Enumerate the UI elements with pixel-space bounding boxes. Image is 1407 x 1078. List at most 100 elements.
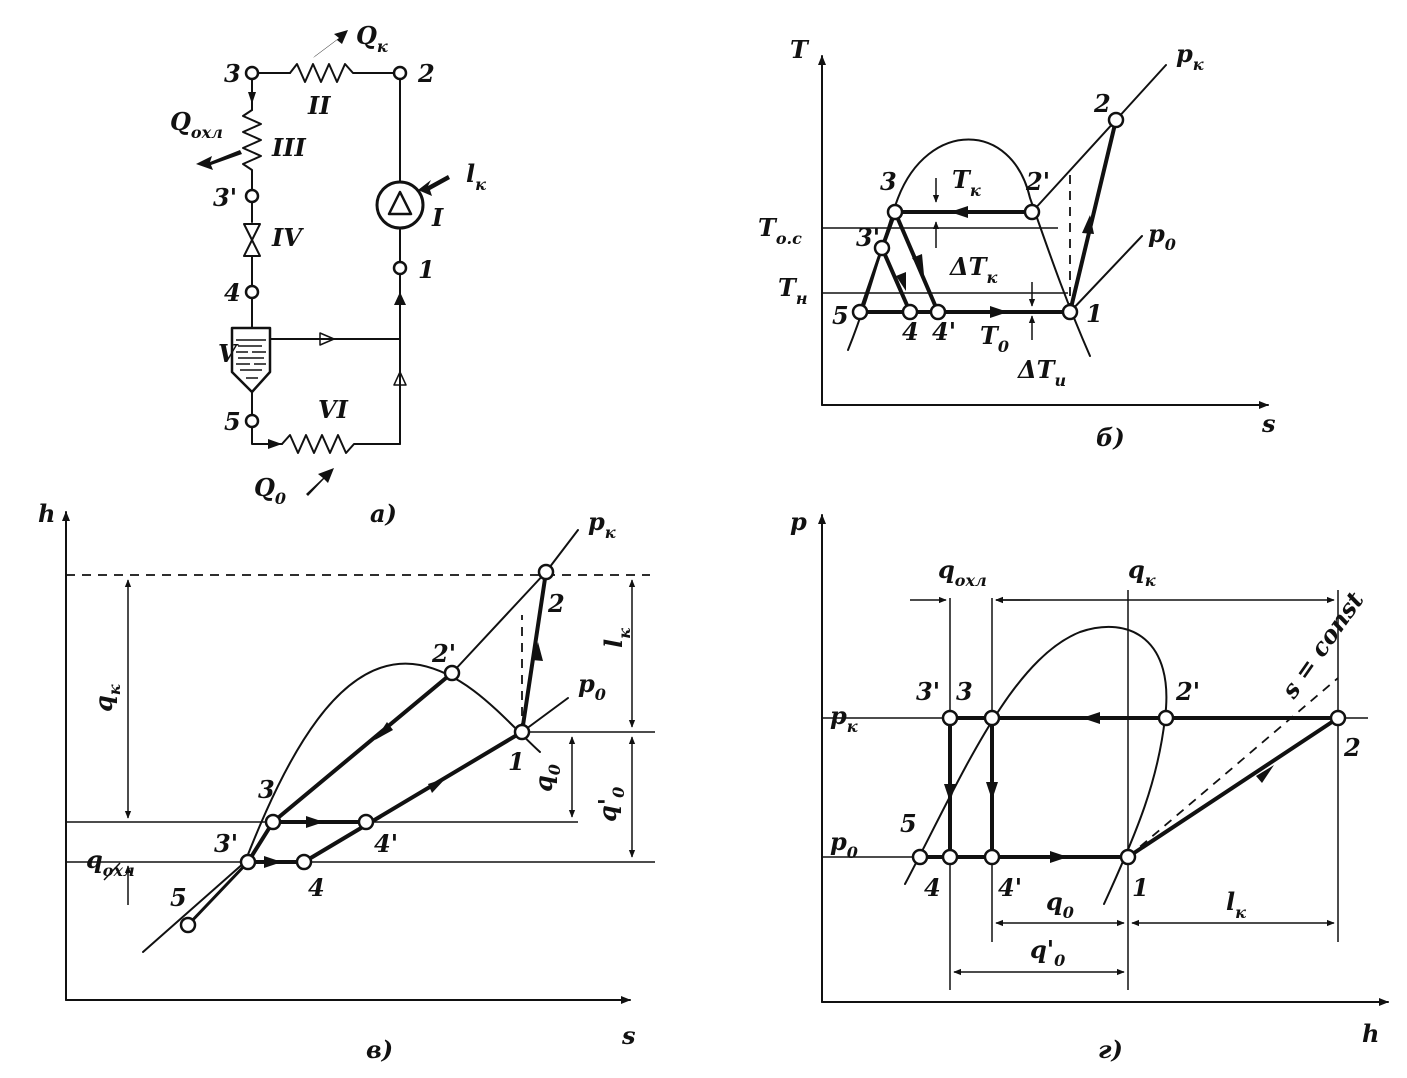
point-3 xyxy=(886,203,904,221)
work-in-arrow-icon xyxy=(418,175,450,196)
label-point-3-prime: 3' xyxy=(916,677,940,706)
point-2 xyxy=(537,563,555,581)
label-point-1: 1 xyxy=(508,747,525,776)
point-5 xyxy=(911,848,929,866)
flow-arrow-icon xyxy=(896,272,906,291)
label-subcooler-III: III xyxy=(271,133,306,162)
axis-label-h: h xyxy=(1362,1019,1379,1048)
heat-out-arrow-icon xyxy=(196,150,242,170)
point-5 xyxy=(851,303,869,321)
flow-arrow-icon xyxy=(990,306,1008,318)
label-point-4: 4 xyxy=(308,873,325,902)
flow-arrow-icon xyxy=(319,332,335,346)
point-2-prime xyxy=(443,664,461,682)
label-lk: lк xyxy=(466,159,486,194)
label-q0: q0 xyxy=(1046,887,1074,922)
flow-arrow-icon xyxy=(944,784,956,802)
flow-arrow-icon xyxy=(1082,215,1094,234)
separator-V xyxy=(230,326,272,394)
label-point-4-prime: 4' xyxy=(374,829,398,858)
axis-label-h: h xyxy=(38,499,55,528)
label-point-3: 3 xyxy=(880,167,897,196)
label-dTk: ΔTк xyxy=(949,252,997,287)
point-2 xyxy=(1329,709,1347,727)
label-point-1: 1 xyxy=(1132,873,1149,902)
panel-a-schematic: 3 2 3' 4 5 1 I II III IV V VI Qк Qохл Q0… xyxy=(170,21,486,528)
point-4-prime xyxy=(929,303,947,321)
label-point-5: 5 xyxy=(170,883,187,912)
flow-arrow-icon xyxy=(1050,851,1068,863)
throttle-valve-IV xyxy=(243,223,261,257)
heat-out-arrow-icon xyxy=(313,30,348,58)
point-4-prime xyxy=(983,848,1001,866)
node-3 xyxy=(244,65,260,81)
label-point-4: 4 xyxy=(924,873,941,902)
label-T0: T0 xyxy=(980,321,1009,356)
label-point-4-prime: 4' xyxy=(932,317,956,346)
label-node-2: 2 xyxy=(417,59,435,88)
compression-1-2 xyxy=(520,570,548,734)
node-2 xyxy=(392,65,408,81)
axis-label-s: s xyxy=(621,1021,636,1050)
point-3 xyxy=(264,813,282,831)
panel-b-ts-diagram: T s 2 2' 3 3' 5 4 4' 1 pк p0 Tк Tо.с ΔTк… xyxy=(758,35,1276,452)
flow-arrow-icon xyxy=(375,722,393,740)
label-node-5: 5 xyxy=(224,407,241,436)
label-point-3: 3 xyxy=(258,775,275,804)
label-separator-V: V xyxy=(218,339,239,368)
flow-arrow-icon xyxy=(264,856,282,868)
caption-v: в) xyxy=(366,1035,393,1064)
label-node-1: 1 xyxy=(418,255,435,284)
label-lk: lк xyxy=(599,628,634,648)
compression-1-2 xyxy=(1068,118,1118,314)
label-compressor-I: I xyxy=(431,203,444,232)
axis-label-T: T xyxy=(790,35,810,64)
label-q0-prime: q'0 xyxy=(1030,935,1065,970)
label-Tk: Tк xyxy=(952,165,981,200)
throttle-3p-4 xyxy=(880,246,912,314)
flow-arrow-icon xyxy=(306,816,324,828)
label-point-2: 2 xyxy=(1093,89,1111,118)
label-evaporator-VI: VI xyxy=(318,395,349,424)
point-4 xyxy=(295,853,313,871)
caption-a: а) xyxy=(370,499,397,528)
node-3-prime xyxy=(244,188,260,204)
flow-arrow-icon xyxy=(986,782,998,800)
subcooler-coil-III xyxy=(242,109,262,193)
label-point-1: 1 xyxy=(1086,299,1103,328)
label-point-4-prime: 4' xyxy=(998,873,1022,902)
point-2 xyxy=(1107,111,1125,129)
label-point-5: 5 xyxy=(900,809,917,838)
flow-arrow-icon xyxy=(248,92,256,104)
node-5 xyxy=(244,413,260,429)
flow-arrow-icon xyxy=(428,778,446,793)
point-2-prime xyxy=(1157,709,1175,727)
label-q0: q0 xyxy=(529,764,564,792)
panel-g-ph-diagram: p h 3' 3 2' 2 5 4 4' 1 pк p0 qохл qк q0 … xyxy=(790,507,1389,1064)
label-node-3: 3 xyxy=(224,59,241,88)
point-2-prime xyxy=(1023,203,1041,221)
label-p0: p0 xyxy=(830,827,858,862)
label-point-3: 3 xyxy=(956,677,973,706)
point-3 xyxy=(983,709,1001,727)
point-3-prime xyxy=(941,709,959,727)
flow-arrow-icon xyxy=(950,206,968,218)
label-point-3-prime: 3' xyxy=(214,829,238,858)
label-qohl: qохл xyxy=(86,845,135,880)
label-point-3-prime: 3' xyxy=(856,223,880,252)
panel-v-hs-diagram: h s 2 2' 1 3 4' 3' 4 5 pк p0 qохл qк lк … xyxy=(38,499,655,1064)
caption-b: б) xyxy=(1096,423,1125,452)
label-point-2-prime: 2' xyxy=(431,639,456,668)
evaporation-line xyxy=(302,730,524,864)
label-p0: p0 xyxy=(578,669,606,704)
axis-label-p: p xyxy=(790,507,807,536)
label-s-const: s = const xyxy=(1275,586,1370,704)
point-3-prime xyxy=(239,853,257,871)
label-point-4: 4 xyxy=(902,317,919,346)
label-pk: pк xyxy=(588,507,616,542)
label-valve-IV: IV xyxy=(271,223,304,252)
label-point-2-prime: 2' xyxy=(1025,167,1050,196)
saturation-dome xyxy=(904,625,1168,905)
line-3p-5 xyxy=(858,246,884,314)
label-qohl: qохл xyxy=(938,555,987,590)
